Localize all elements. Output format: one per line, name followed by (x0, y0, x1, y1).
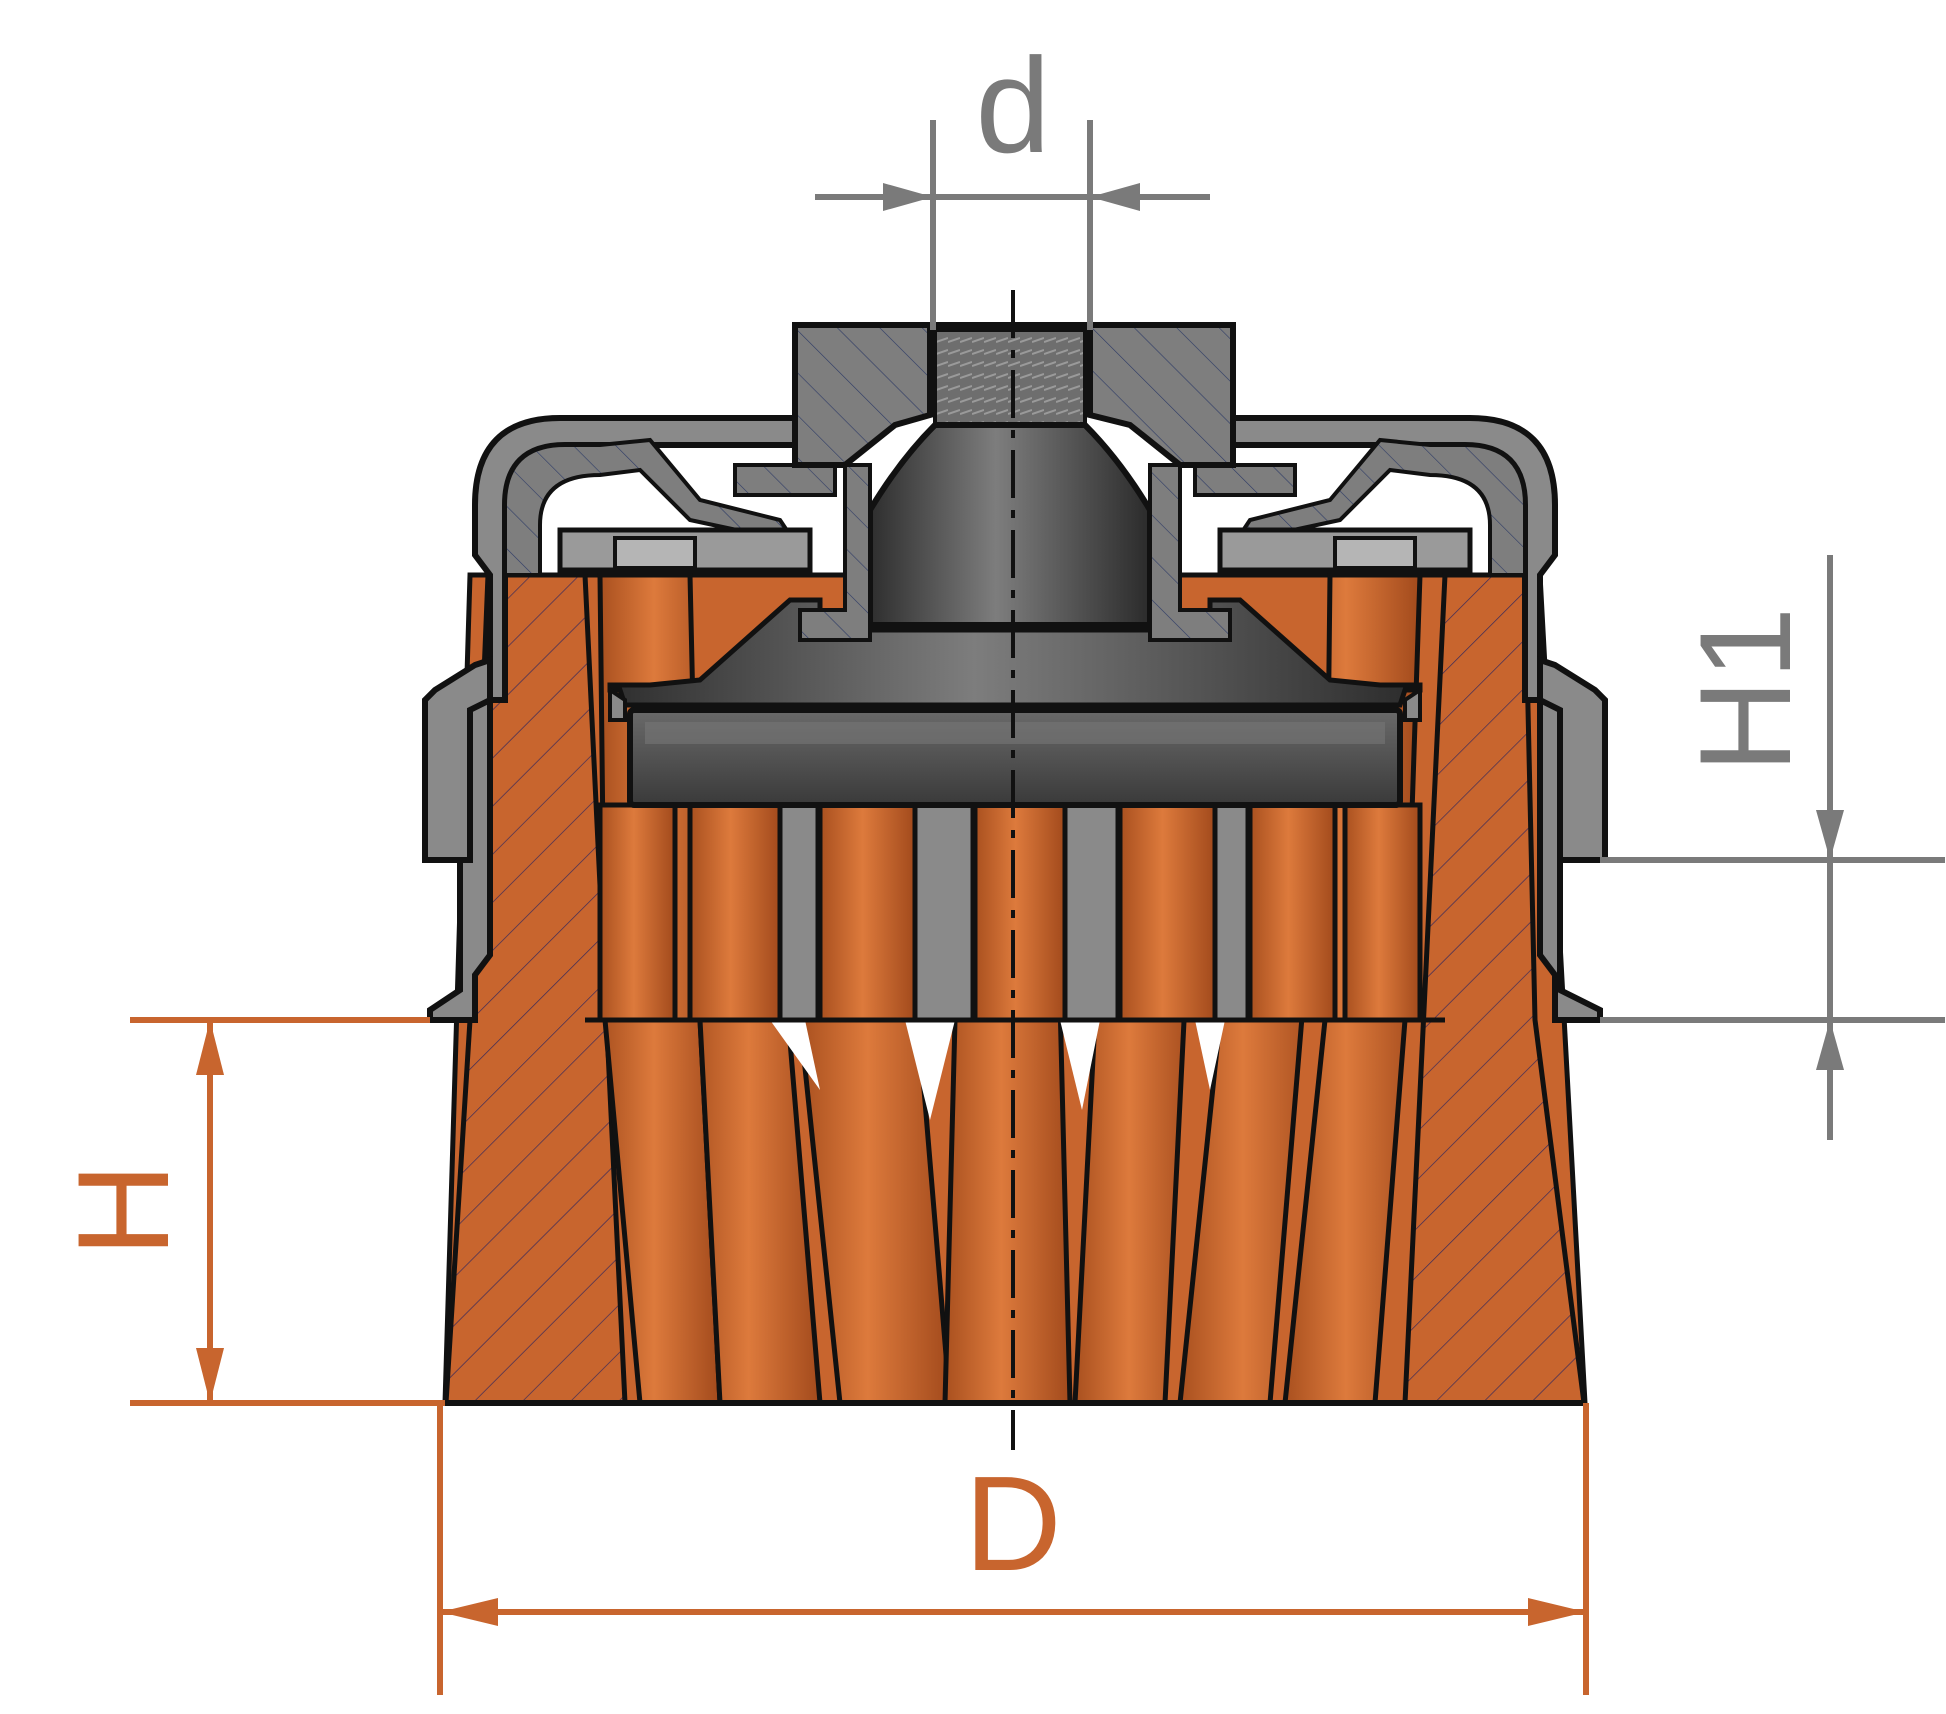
dimension-d (815, 120, 1210, 330)
label-d: d (975, 30, 1050, 181)
dimension-D (437, 1403, 1589, 1695)
dimension-h (130, 1017, 445, 1406)
left-side-clip (422, 655, 493, 863)
label-h: H (50, 1163, 196, 1257)
right-hub-clip (1193, 463, 1297, 497)
upper-tufts (597, 802, 1423, 1023)
right-side-clip (1537, 655, 1608, 863)
thread-bore (933, 328, 1087, 427)
hub-dome (867, 422, 1153, 628)
label-D: D (964, 1448, 1062, 1599)
label-h1: H1 (1672, 607, 1818, 773)
dimension-h1 (1600, 555, 1945, 1140)
threaded-hub (792, 322, 1236, 642)
tuft-gaps (770, 1020, 1225, 1120)
left-hub-clip (733, 463, 837, 497)
